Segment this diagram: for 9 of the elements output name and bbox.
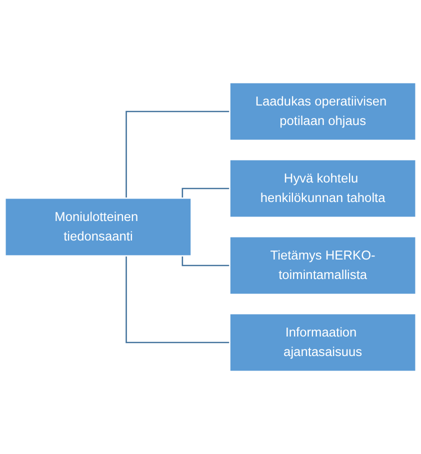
node-box: Laadukas operatiivisen potilaan ohjaus <box>229 82 416 141</box>
connector <box>182 256 230 266</box>
node-box: Hyvä kohtelu henkilökunnan taholta <box>229 158 416 218</box>
connector <box>182 188 230 198</box>
node-box: Tietämys HERKO-toimintamallista <box>229 236 416 296</box>
node-box: Informaation ajantasaisuus <box>229 313 416 372</box>
connector <box>126 110 230 198</box>
connector <box>126 256 230 344</box>
node-box: Moniulotteinen tiedonsaanti <box>4 197 192 257</box>
